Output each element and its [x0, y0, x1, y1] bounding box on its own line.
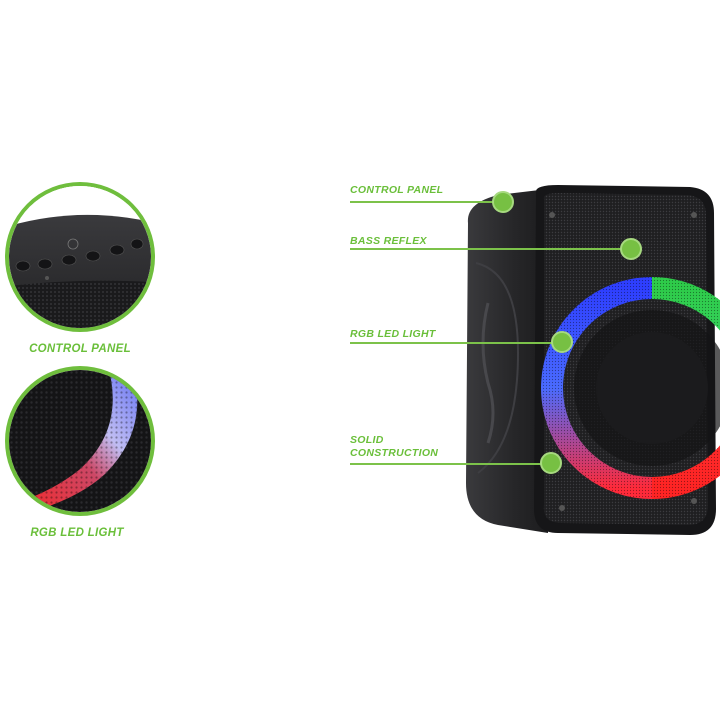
callout-solid-construction-line1: SOLID: [350, 434, 384, 446]
leader-line-control-panel: [350, 201, 500, 203]
speaker-product-image: [458, 183, 720, 539]
marker-dot-control-panel: [492, 191, 514, 213]
callout-rgb-led-light: RGB LED LIGHT: [350, 328, 436, 340]
rgb-led-detail-image: [5, 366, 155, 516]
marker-dot-solid-construction: [540, 452, 562, 474]
control-panel-detail-image: [5, 182, 155, 332]
leader-line-solid-construction: [350, 463, 545, 465]
marker-dot-bass-reflex: [620, 238, 642, 260]
control-panel-closeup: [9, 186, 151, 328]
caption-rgb-led-light: RGB LED LIGHT: [30, 527, 124, 539]
leader-line-rgb-led-light: [350, 342, 555, 344]
marker-dot-rgb-led-light: [551, 331, 573, 353]
callout-solid-construction-line2: CONSTRUCTION: [350, 447, 439, 459]
callout-solid-construction: SOLID CONSTRUCTION: [350, 434, 438, 460]
callout-control-panel: CONTROL PANEL: [350, 184, 444, 196]
rgb-led-closeup: [9, 370, 151, 512]
caption-control-panel: CONTROL PANEL: [29, 343, 131, 355]
leader-line-bass-reflex: [350, 248, 625, 250]
callout-bass-reflex: BASS REFLEX: [350, 235, 427, 247]
